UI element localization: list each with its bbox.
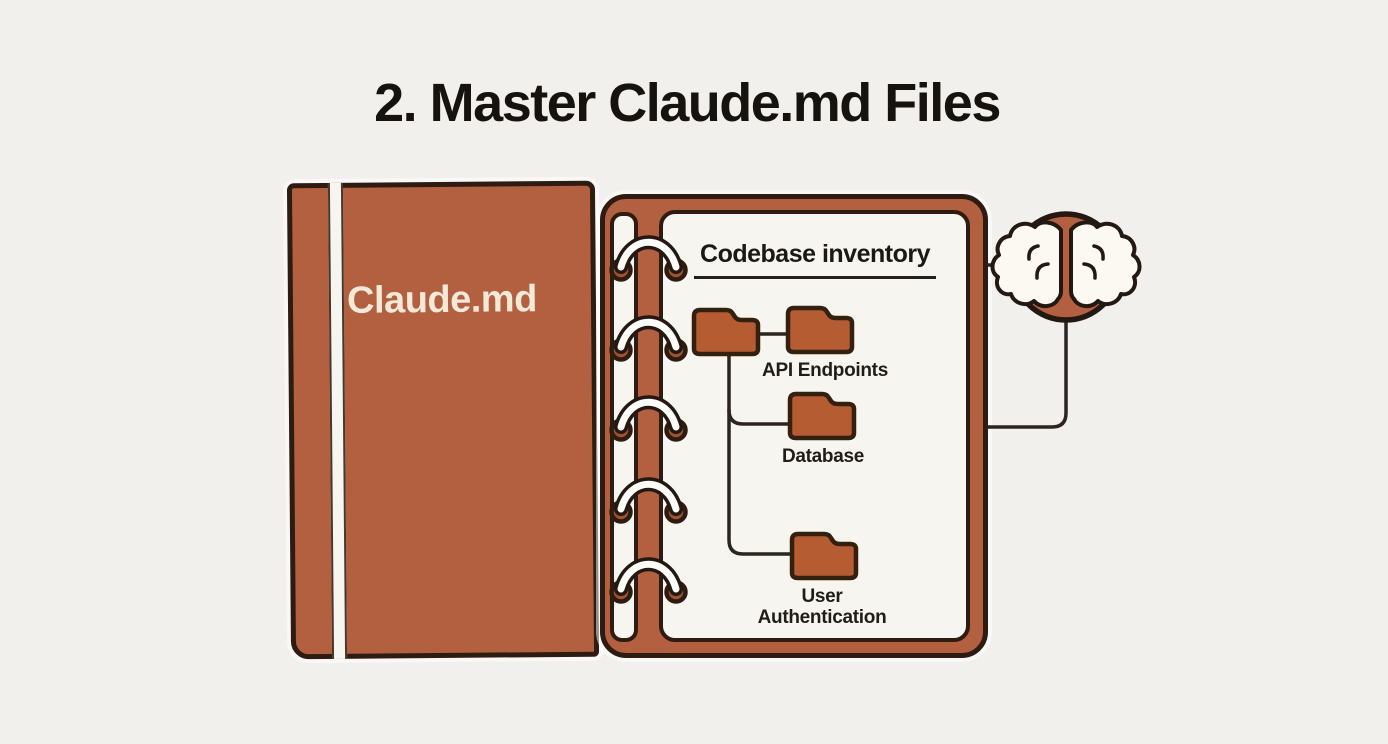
folder-tree-lines xyxy=(727,332,794,556)
page-heading: Codebase inventory xyxy=(694,240,936,279)
brain-icon xyxy=(990,211,1142,323)
folder-label-database: Database xyxy=(781,446,865,467)
binder-ring-icon xyxy=(612,322,686,359)
folder-icon-root xyxy=(694,310,758,354)
folder-icon-api-endpoints xyxy=(788,308,852,352)
folder-icon-user-authentication xyxy=(792,534,856,578)
binder-ring-icon xyxy=(612,242,686,279)
binder-rings xyxy=(612,242,686,601)
binder-ring-icon xyxy=(612,484,686,521)
page-heading-wrap: Codebase inventory xyxy=(660,240,970,279)
folder-label-user-authentication: User Authentication xyxy=(757,586,887,628)
folder-label-api-endpoints: API Endpoints xyxy=(762,360,888,381)
page-title: 2. Master Claude.md Files xyxy=(374,73,1001,133)
binder-ring-icon xyxy=(612,564,686,601)
binder-ring-icon xyxy=(612,402,686,439)
folder-icon-database xyxy=(790,394,854,438)
